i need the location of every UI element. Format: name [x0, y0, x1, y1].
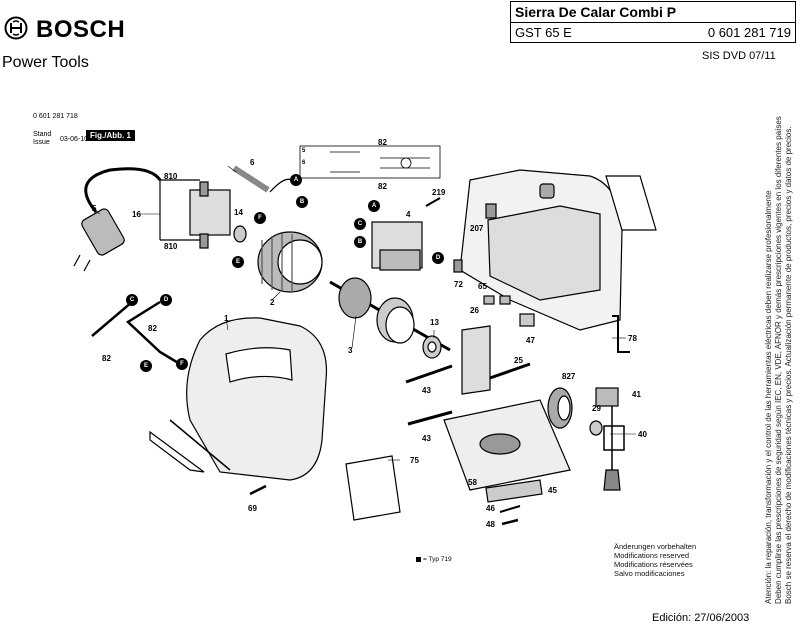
connection-marker-f2: F: [176, 358, 188, 370]
part-label-46: 46: [486, 504, 495, 513]
part-label-810a: 810: [164, 172, 178, 181]
legend-square-icon: [416, 556, 421, 562]
title-divider: [511, 22, 795, 23]
connection-marker-d1: D: [432, 252, 444, 264]
part-label-3: 3: [348, 346, 353, 355]
type-legend: = Typ 719: [416, 556, 452, 563]
stand-label-line2: Issue: [33, 139, 50, 146]
connection-marker-a1: A: [290, 174, 302, 186]
part-label-82a: 82: [102, 354, 111, 363]
part-label-13: 13: [430, 318, 439, 327]
part-label-78: 78: [628, 334, 637, 343]
schematic-label-5: 5: [302, 148, 306, 154]
note-line-es: Salvo modificaciones: [614, 569, 685, 578]
part-label-6: 6: [250, 158, 255, 167]
title-box: Sierra De Calar Combi P GST 65 E 0 601 2…: [510, 1, 796, 43]
part-label-2: 2: [270, 298, 275, 307]
product-title: Sierra De Calar Combi P: [515, 4, 677, 20]
note-line-fr: Modifications réservées: [614, 560, 693, 569]
part-label-14: 14: [234, 208, 243, 217]
document-reference: SIS DVD 07/11: [702, 50, 776, 62]
exploded-view-drawing: [73, 145, 657, 526]
disclaimer-line-2: Deben cumplirse las prescripciones de se…: [774, 116, 783, 604]
product-part-number: 0 601 281 719: [707, 25, 791, 40]
part-label-5: 5: [92, 204, 97, 213]
disclaimer-line-3: Bosch se reserva el derecho de modificac…: [784, 126, 793, 604]
note-line-en: Modifications reserved: [614, 551, 690, 560]
modification-notes: Änderungen vorbehalten Modifications res…: [614, 542, 696, 578]
product-model: GST 65 E: [515, 25, 572, 40]
connection-marker-b2: B: [354, 236, 366, 248]
part-label-207: 207: [470, 224, 484, 233]
stand-date: 03-06-10: [60, 136, 89, 143]
figure-label: Fig./Abb. 1: [86, 130, 135, 141]
part-label-4: 4: [406, 210, 411, 219]
part-label-1: 1: [224, 314, 229, 323]
part-label-43b: 43: [422, 434, 431, 443]
part-label-82b: 82: [148, 324, 157, 333]
connection-marker-e2: E: [140, 360, 152, 372]
figure-part-number: 0 601 281 718: [33, 113, 78, 120]
note-line-de: Änderungen vorbehalten: [614, 542, 697, 551]
connection-marker-f1: F: [254, 212, 266, 224]
part-label-65: 65: [478, 282, 487, 291]
part-label-72: 72: [454, 280, 463, 289]
bosch-logo-icon: [4, 16, 28, 40]
part-label-69: 69: [248, 504, 257, 513]
part-label-25: 25: [514, 356, 523, 365]
part-label-58: 58: [468, 478, 477, 487]
stand-label: Stand Issue: [33, 131, 51, 147]
part-label-75: 75: [410, 456, 419, 465]
part-label-29: 29: [592, 404, 601, 413]
part-label-45: 45: [548, 486, 557, 495]
part-label-82d: 82: [378, 182, 387, 191]
brand-name: BOSCH: [36, 16, 126, 43]
part-label-48: 48: [486, 520, 495, 529]
brand-subtitle: Power Tools: [2, 54, 89, 71]
disclaimer-line-1: Atención: la reparación, transformación …: [764, 190, 773, 604]
schematic-label-6: 6: [302, 160, 306, 166]
connection-marker-d2: D: [160, 294, 172, 306]
connection-marker-b1: B: [296, 196, 308, 208]
stand-label-line1: Stand: [33, 131, 52, 138]
edition-date: Edición: 27/06/2003: [652, 612, 750, 624]
part-label-26: 26: [470, 306, 479, 315]
connection-marker-a2: A: [368, 200, 380, 212]
legend-text: = Typ 719: [423, 556, 452, 563]
connection-marker-e1: E: [232, 256, 244, 268]
part-label-827: 827: [562, 372, 576, 381]
connection-marker-c1: C: [354, 218, 366, 230]
vertical-disclaimer: Atención: la reparación, transformación …: [764, 84, 800, 604]
part-label-82c: 82: [378, 138, 387, 147]
part-label-43a: 43: [422, 386, 431, 395]
connection-marker-c2: C: [126, 294, 138, 306]
part-label-41: 41: [632, 390, 641, 399]
part-label-16: 16: [132, 210, 141, 219]
part-label-47: 47: [526, 336, 535, 345]
part-label-40: 40: [638, 430, 647, 439]
part-label-810b: 810: [164, 242, 178, 251]
part-label-219: 219: [432, 188, 446, 197]
